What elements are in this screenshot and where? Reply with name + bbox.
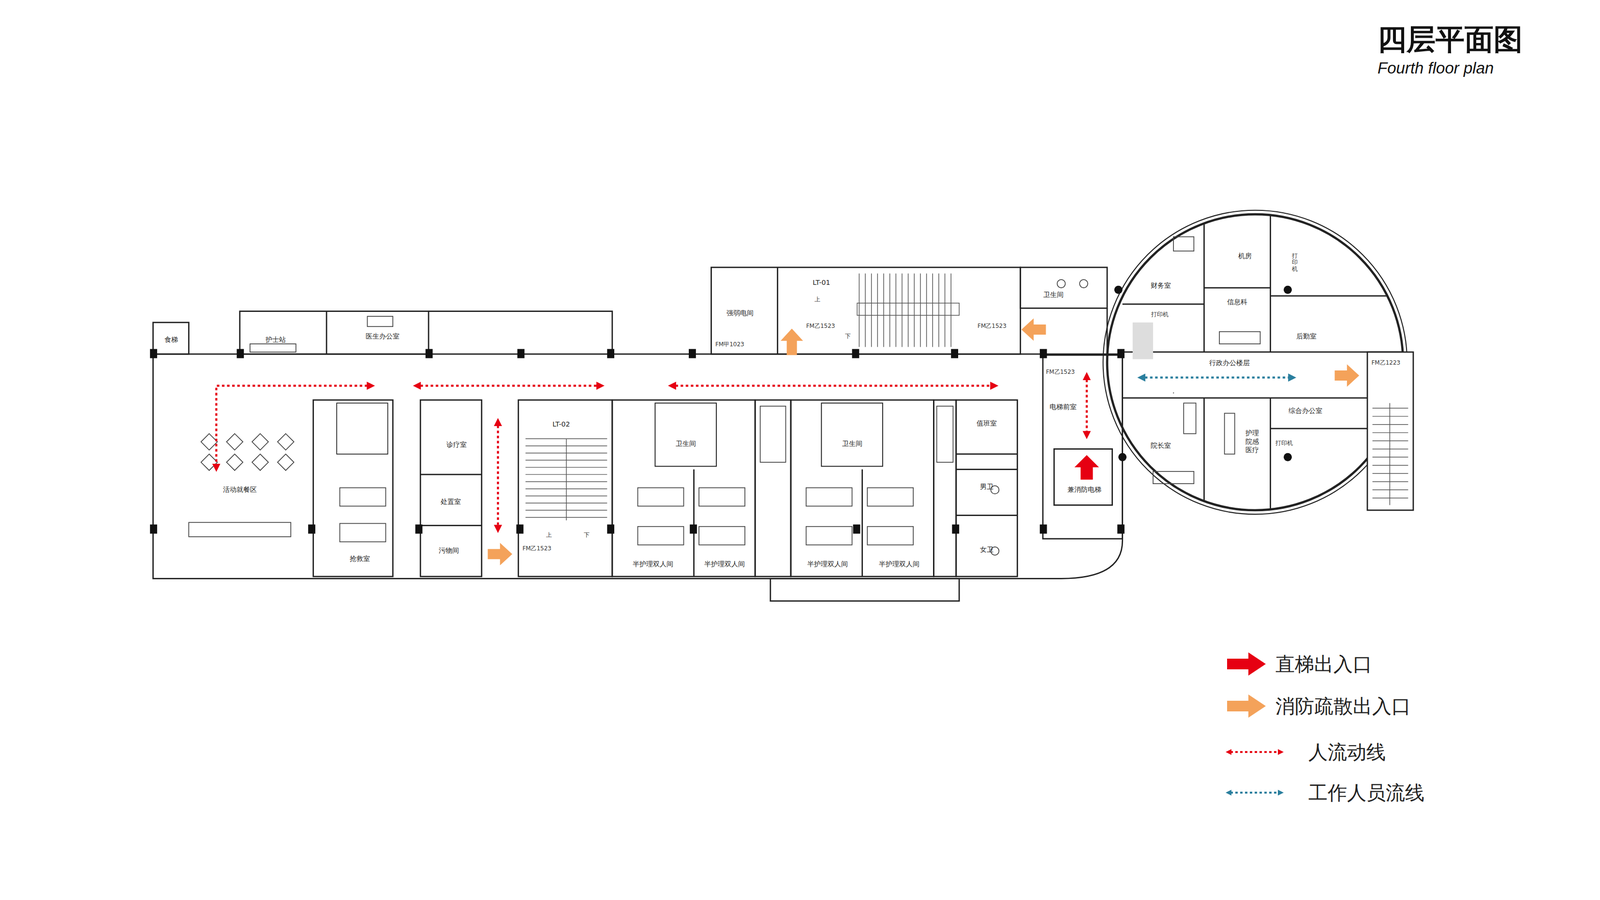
room-label-box: 后勤室 — [1283, 329, 1330, 344]
room-label-box: 值班室 — [967, 416, 1007, 431]
room-name: 值班室 — [976, 419, 997, 429]
plan-annotation: FM乙1523 — [522, 545, 552, 552]
room-label-box: 财务室 — [1137, 278, 1184, 294]
room-name: LT-01 — [812, 278, 830, 288]
room-name: 卫生间 — [1043, 290, 1064, 300]
room-name: 电梯前室 — [1049, 402, 1077, 412]
plan-annotation: FM乙1523 — [806, 322, 836, 330]
plan-title: 四层平面图 — [1377, 20, 1523, 60]
room-name: 强弱电间 — [726, 309, 754, 318]
room-name: 食梯 — [164, 335, 178, 345]
room-label-box: 强弱电间 — [714, 306, 766, 321]
room-name: 活动就餐区 — [222, 485, 257, 495]
room-name: 半护理双人间 — [632, 560, 674, 569]
room-name: 污物间 — [438, 546, 460, 556]
plan-annotation: FM乙1223 — [1371, 359, 1401, 367]
furniture — [188, 237, 1260, 556]
room-name: 半护理双人间 — [878, 560, 920, 569]
room-label-box: 兼消防电梯 — [1061, 482, 1108, 498]
room-label-box: 处置室 — [430, 493, 472, 511]
room-label-box: 男卫 — [971, 479, 1002, 495]
room-name: 综合办公室 — [1288, 406, 1323, 416]
legend-swatch — [1226, 651, 1267, 677]
room-name: 兼消防电梯 — [1067, 485, 1102, 495]
room-label-box: 行政办公楼层 — [1193, 355, 1266, 371]
room-name: 诊疗室 — [446, 440, 467, 450]
legend-text: 消防疏散出入口 — [1275, 693, 1411, 719]
plan-annotation: FM乙1523 — [977, 322, 1007, 330]
room-label-box: LT-01 — [806, 275, 837, 291]
room-label-box: 半护理双人间 — [793, 557, 861, 572]
room-label-box: 卫生间 — [665, 436, 707, 452]
room-name: 男卫 — [979, 482, 994, 492]
room-name: 医生办公室 — [365, 332, 400, 341]
legend-swatch — [1224, 747, 1285, 757]
room-name: 抢救室 — [349, 554, 371, 564]
plan-annotation: 打印机 — [1275, 439, 1293, 447]
room-label-box: 抢救室 — [336, 550, 383, 568]
room-name: 卫生间 — [842, 439, 863, 449]
room-name: 行政办公楼层 — [1209, 358, 1250, 368]
room-name: 机房 — [1238, 251, 1252, 261]
room-label-box: 活动就餐区 — [198, 479, 281, 501]
room-label-box: 女卫 — [971, 542, 1002, 558]
room-label-box: 卫生间 — [831, 436, 873, 452]
room-label-box: 机房 — [1224, 249, 1266, 264]
plan-annotation: 打印机 — [1151, 311, 1169, 318]
room-label-box: 污物间 — [428, 542, 470, 560]
room-label-box: 半护理双人间 — [615, 557, 691, 572]
room-label-box: 半护理双人间 — [865, 557, 933, 572]
room-label-box: 卫生间 — [1030, 287, 1077, 303]
room-label-box: 诊疗室 — [438, 436, 475, 454]
room-label-box: 护理 院感 医疗 — [1236, 416, 1268, 468]
room-label-box: 医生办公室 — [346, 328, 419, 345]
room-name: 半护理双人间 — [704, 560, 745, 569]
plan-annotation: 打印机 — [1291, 252, 1298, 273]
legend-text: 人流动线 — [1308, 739, 1386, 765]
room-label-box: 电梯前室 — [1044, 400, 1082, 415]
room-label-box: 信息科 — [1214, 295, 1261, 310]
room-name: 卫生间 — [675, 439, 697, 449]
flow-lines — [216, 374, 1294, 531]
walls — [152, 204, 1413, 602]
plan-annotation: 上 — [814, 296, 821, 303]
room-name: 院长室 — [1150, 441, 1171, 451]
room-label-box: 食梯 — [156, 328, 187, 351]
plan-annotation: FM乙1523 — [1045, 368, 1075, 376]
legend-swatch — [1226, 693, 1267, 719]
room-label-box: 院长室 — [1137, 438, 1184, 454]
room-name: 后勤室 — [1296, 332, 1317, 341]
plan-annotation: FM甲1023 — [715, 340, 745, 348]
room-name: 信息科 — [1227, 297, 1248, 307]
room-name: LT-02 — [552, 420, 570, 430]
room-name: 半护理双人间 — [807, 560, 848, 569]
room-name: 护士站 — [265, 335, 286, 345]
room-name: 女卫 — [979, 545, 994, 555]
plan-annotation: 下 — [844, 332, 851, 340]
stairs — [525, 273, 1408, 521]
room-name: 财务室 — [1150, 281, 1171, 291]
legend-text: 工作人员流线 — [1308, 780, 1425, 806]
plan-subtitle: Fourth floor plan — [1377, 59, 1494, 78]
entrance-arrows — [487, 318, 1360, 566]
columns — [149, 285, 1292, 534]
legend-swatch — [1224, 787, 1285, 798]
plan-annotation: 上 — [546, 531, 552, 539]
room-name: 处置室 — [440, 497, 461, 507]
legend-text: 直梯出入口 — [1275, 651, 1373, 677]
plan-annotation: 下 — [583, 531, 590, 539]
room-label-box: 半护理双人间 — [696, 557, 754, 572]
room-label-box: 护士站 — [244, 328, 307, 351]
room-label-box: LT-02 — [540, 416, 582, 433]
room-label-box: 综合办公室 — [1277, 403, 1334, 419]
room-name: 护理 院感 医疗 — [1244, 429, 1260, 455]
